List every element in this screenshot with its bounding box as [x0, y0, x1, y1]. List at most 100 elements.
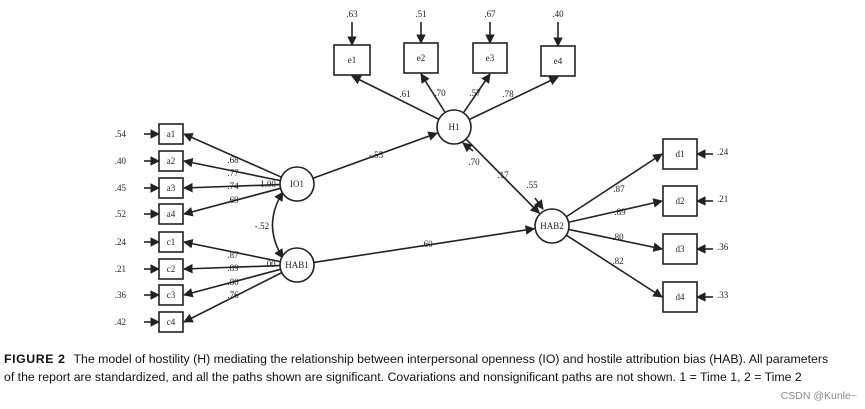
latent-hab1-label: HAB1: [285, 260, 309, 270]
hab1-indicator-3-label: c3: [167, 290, 176, 300]
io-loading-3: .74: [227, 181, 239, 191]
h-loading-arrow-3: [462, 73, 491, 114]
io-indicator-1-label: a1: [167, 129, 176, 139]
path-hab1-to-hab2-label: .60: [421, 239, 433, 249]
hab2-indicator-3-label: d3: [676, 244, 686, 254]
hab1-indicator-1-box: [158, 231, 184, 253]
hab1-loading-1: .87: [227, 250, 239, 260]
hab2-indicator-2-box: [662, 185, 698, 217]
io-indicator-2-label: a2: [167, 156, 176, 166]
caption-text: The model of hostility (H) mediating the…: [4, 352, 829, 384]
hab2-loading-3: .80: [612, 232, 624, 242]
hab2-loading-arrow-1: [565, 153, 663, 218]
hab1-indicator-2-box: [158, 258, 184, 280]
io-indicator-2-box: [158, 150, 184, 172]
io-indicator-3-label: a3: [167, 183, 176, 193]
latent-hab2-label: HAB2: [540, 221, 564, 231]
hab2-indicator-1-box: [662, 138, 698, 170]
hab2-error-3: .36: [717, 242, 729, 252]
h-loading-1: .61: [399, 89, 410, 99]
io-hab1-covariance-label: -.52: [255, 221, 269, 231]
latent-io1-label: IO1: [290, 179, 304, 189]
h-indicator-2-label: e2: [417, 53, 426, 63]
path-h-to-hab2-label: .17: [497, 170, 509, 180]
hab1-indicator-2-label: c2: [167, 264, 176, 274]
h-loading-4: .78: [502, 89, 514, 99]
hab1-error-2: .21: [115, 264, 126, 274]
h-residual-arrow: [462, 142, 474, 153]
hab1-error-1: .24: [115, 237, 127, 247]
hab1-loading-2: .89: [227, 263, 239, 273]
io-loading-4: .69: [227, 195, 239, 205]
hab2-indicator-2-label: d2: [676, 196, 685, 206]
io-indicator-3-box: [158, 177, 184, 199]
hab1-error-4: .42: [115, 317, 126, 327]
h-error-3: .67: [484, 9, 496, 19]
latent-hab2-circle: [534, 208, 570, 244]
h-indicator-1-label: e1: [348, 55, 357, 65]
h-residual-label: .70: [468, 157, 480, 167]
hab2-error-1: .24: [717, 147, 729, 157]
io-error-2: .40: [115, 156, 127, 166]
h-loading-arrow-4: [468, 76, 559, 121]
io-error-3: .45: [115, 183, 127, 193]
latent-io1-circle: [279, 166, 315, 202]
hab1-variance: .00: [264, 259, 276, 269]
io-variance: 1.00: [260, 179, 276, 189]
hab1-loading-arrow-4: [183, 271, 283, 323]
path-io-to-h: [312, 131, 438, 179]
watermark: CSDN @Kunle~: [780, 390, 857, 402]
hab2-loading-arrow-4: [565, 234, 663, 298]
h-loading-arrow-1: [351, 75, 440, 120]
hab2-indicator-4-box: [662, 281, 698, 313]
hab1-error-3: .36: [115, 290, 127, 300]
hab2-loading-arrow-3: [568, 228, 663, 252]
hab1-loading-3: .80: [227, 277, 239, 287]
h-indicator-3-box: [472, 42, 508, 74]
hab1-indicator-4-label: c4: [167, 317, 176, 327]
h-indicator-1-box: [333, 44, 371, 76]
h-error-1: .63: [346, 9, 358, 19]
hab2-indicator-4-label: d4: [676, 292, 686, 302]
hab1-loading-arrow-1: [183, 239, 281, 263]
h-loading-arrow-2: [420, 73, 446, 113]
h-indicator-2-box: [403, 42, 439, 74]
io-indicator-4-box: [158, 203, 184, 225]
hab2-indicator-3-box: [662, 233, 698, 265]
io-hab1-covariance-arc: [271, 191, 284, 259]
hab2-loading-1: .87: [613, 184, 625, 194]
h-error-4: .40: [552, 9, 564, 19]
latent-h1-circle: [436, 109, 472, 145]
h-indicator-3-label: e3: [486, 53, 495, 63]
hab1-loading-arrow-2: [183, 263, 281, 274]
hab2-loading-2: .89: [614, 207, 626, 217]
io-loading-arrow-4: [183, 187, 281, 217]
hab1-loading-4: .76: [227, 290, 239, 300]
latent-h1-label: H1: [449, 122, 460, 132]
hab2-indicator-1-label: d1: [676, 149, 685, 159]
hab1-indicator-1-label: c1: [167, 237, 176, 247]
h-loading-3: .57: [469, 88, 481, 98]
hab1-indicator-4-box: [158, 311, 184, 333]
io-indicator-1-box: [158, 123, 184, 145]
io-error-4: .52: [115, 209, 126, 219]
io-loading-2: .77: [227, 168, 239, 178]
hab1-loading-arrow-3: [183, 268, 281, 298]
h-loading-2: .70: [434, 88, 446, 98]
sem-path-diagram: a1.54a2.40a3.45a4.52.68.77.74.691.00c1.2…: [115, 9, 729, 333]
hab2-loading-4: .82: [612, 256, 623, 266]
hab1-indicator-3-box: [158, 284, 184, 306]
hab2-error-2: .21: [717, 194, 728, 204]
h-indicator-4-label: e4: [554, 56, 563, 66]
path-h-to-hab2: [465, 138, 541, 214]
io-loading-arrow-2: [183, 158, 281, 182]
latent-hab1-circle: [279, 247, 315, 283]
io-loading-arrow-1: [183, 133, 282, 178]
hab2-error-4: .33: [717, 290, 729, 300]
h-indicator-4-box: [540, 45, 576, 77]
hab2-residual-label: .55: [526, 180, 538, 190]
caption-label: FIGURE 2: [4, 352, 66, 366]
path-hab1-to-hab2: [313, 225, 536, 264]
path-io-to-h-label: -.55: [369, 150, 384, 160]
hab2-residual-arrow: [534, 197, 544, 210]
